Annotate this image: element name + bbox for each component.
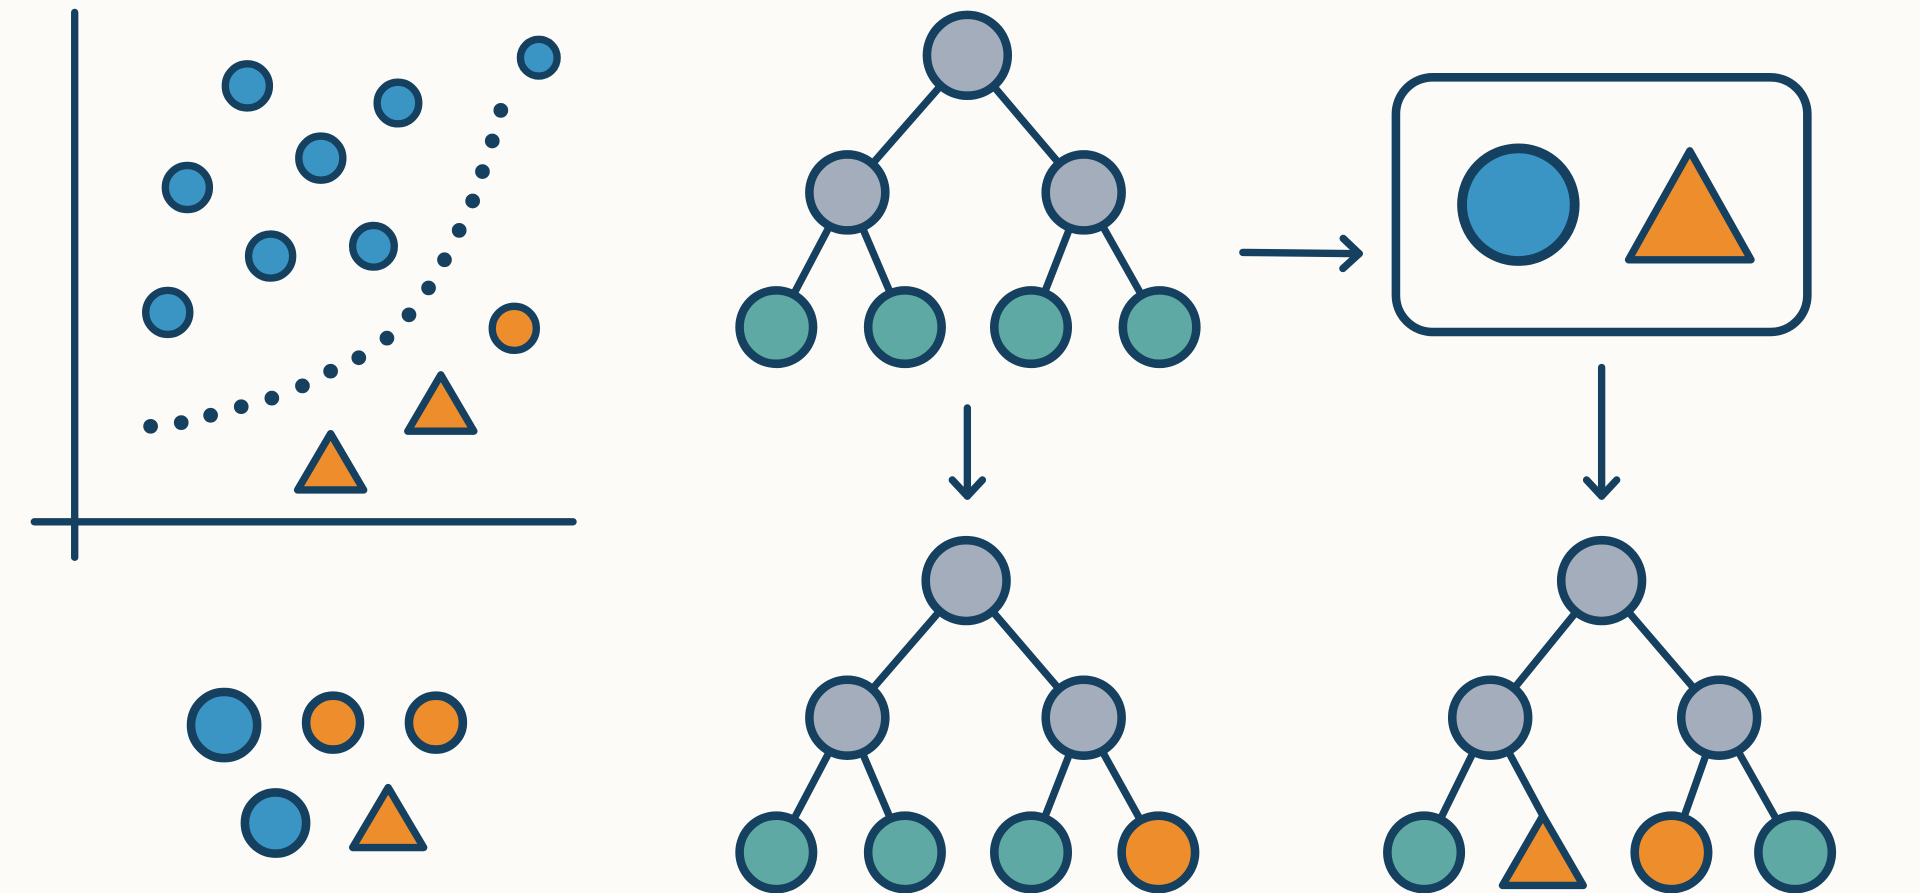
- decision-boundary-dot: [323, 363, 338, 379]
- orange-class-triangle: [1624, 147, 1755, 264]
- internal-node: [805, 150, 890, 235]
- decision-boundary-dot: [421, 280, 436, 296]
- blue-data-point: [295, 132, 347, 184]
- decision-boundary-dot: [437, 252, 452, 268]
- scatter-plot: [30, 8, 577, 561]
- internal-node: [1676, 675, 1762, 760]
- decision-boundary-dot: [351, 350, 367, 366]
- decision-boundary-dot: [203, 407, 218, 423]
- teal-leaf-node: [1383, 811, 1466, 893]
- root-node: [1556, 535, 1647, 626]
- teal-leaf-node: [735, 286, 818, 369]
- down-arrow: [1582, 363, 1621, 500]
- blue-data-point: [244, 230, 297, 282]
- orange-triangle-leaf: [1498, 812, 1587, 890]
- blue-data-point: [161, 161, 214, 214]
- decision-boundary-dot: [401, 307, 417, 323]
- decision-tree-original: [735, 10, 1201, 369]
- decision-boundary-dot: [379, 330, 395, 346]
- orange-sample: [404, 691, 468, 754]
- decision-boundary-dot: [143, 418, 158, 434]
- arrow-head: [963, 476, 987, 500]
- internal-node: [805, 675, 890, 760]
- orange-sample: [301, 691, 365, 754]
- arrow-head: [1339, 234, 1363, 258]
- orange-triangle-point: [404, 371, 478, 435]
- orange-leaf-node: [1630, 811, 1713, 893]
- orange-triangle-point: [293, 429, 368, 494]
- arrow-head: [1597, 476, 1621, 500]
- decision-tree-updated: [735, 535, 1200, 893]
- orange-triangle-sample: [348, 783, 428, 852]
- sample-group: [186, 687, 468, 858]
- decision-boundary-dot: [451, 223, 467, 238]
- blue-data-point: [373, 78, 423, 128]
- internal-node: [1041, 675, 1126, 760]
- decision-boundary-dot: [475, 164, 490, 179]
- right-arrow: [1239, 234, 1363, 273]
- arrows-and-box: [948, 73, 1812, 500]
- decision-boundary-dot: [233, 399, 249, 415]
- teal-leaf-node: [1754, 811, 1837, 893]
- internal-node: [1447, 675, 1533, 760]
- arrow-shaft: [1239, 248, 1363, 258]
- blue-data-point: [221, 60, 274, 112]
- blue-data-point: [516, 35, 561, 80]
- blue-class-circle: [1457, 143, 1580, 266]
- decision-tree-with-new-class: [1383, 535, 1837, 893]
- decision-boundary-dot: [465, 193, 480, 209]
- teal-leaf-node: [735, 811, 818, 893]
- decision-boundary-dot: [295, 378, 310, 394]
- teal-leaf-node: [990, 286, 1073, 369]
- root-node: [921, 535, 1011, 626]
- root-node: [922, 10, 1013, 100]
- decision-boundary-dot: [493, 103, 509, 118]
- teal-leaf-node: [1118, 286, 1201, 369]
- orange-data-point: [488, 302, 540, 355]
- down-arrow: [948, 404, 987, 500]
- decision-boundary-dot: [173, 415, 189, 430]
- decision-boundary-dot: [264, 390, 280, 406]
- orange-leaf-node: [1117, 811, 1200, 893]
- blue-data-point: [142, 286, 194, 339]
- blue-data-point: [348, 221, 398, 271]
- teal-leaf-node: [863, 811, 946, 893]
- internal-node: [1041, 150, 1126, 235]
- teal-leaf-node: [990, 811, 1073, 893]
- blue-sample: [186, 687, 262, 763]
- decision-boundary-dot: [484, 133, 500, 149]
- teal-leaf-node: [863, 286, 946, 369]
- blue-sample: [240, 788, 311, 858]
- class-box: [1391, 73, 1812, 337]
